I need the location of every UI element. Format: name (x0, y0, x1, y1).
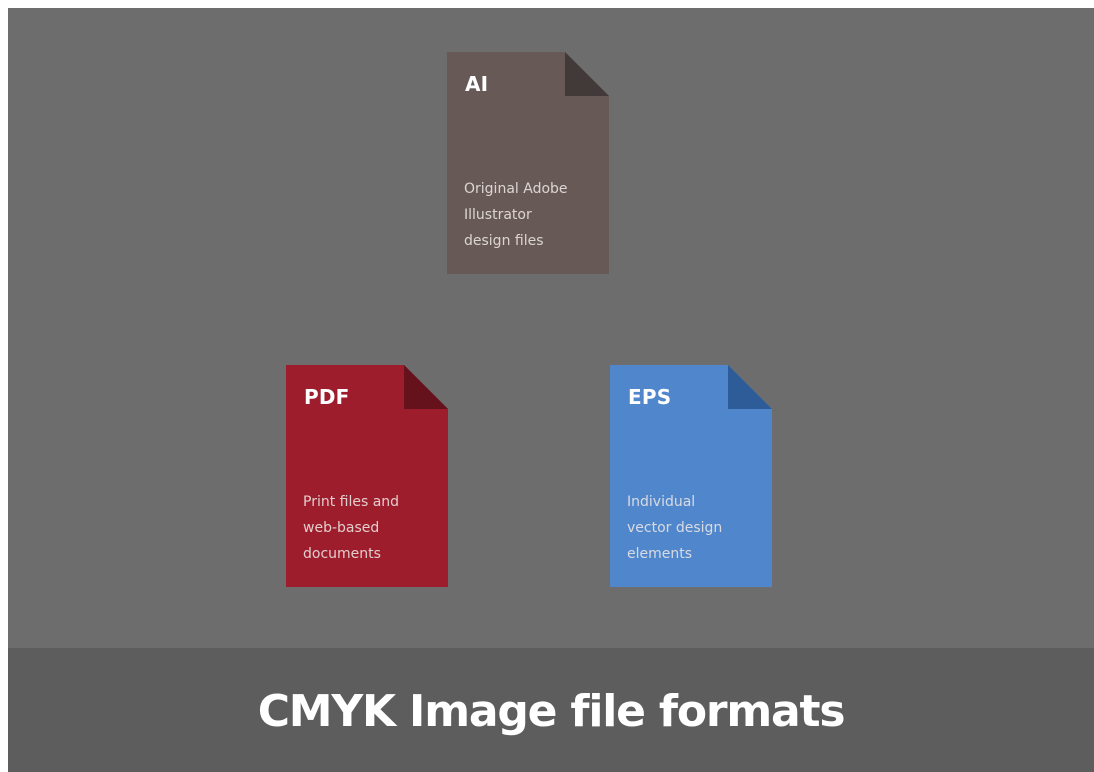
ai-file-icon: AI Original Adobe Illustrator design fil… (447, 52, 609, 274)
pdf-document-fold (404, 365, 448, 409)
slide-title: CMYK Image file formats (257, 686, 846, 737)
ai-description-line: Original Adobe (464, 181, 568, 197)
eps-description-line: Individual (627, 494, 696, 510)
ai-document-shape (447, 52, 609, 274)
pdf-description-line: Print files and (303, 494, 400, 510)
pdf-file-icon: PDF Print files and web-based documents (286, 365, 448, 587)
caption-bar: CMYK Image file formats (8, 648, 1094, 772)
ai-description-line: design files (464, 233, 544, 249)
pdf-description-line: documents (303, 546, 381, 562)
pdf-label: PDF (304, 385, 350, 409)
eps-document-shape (610, 365, 772, 587)
slide-frame: AI Original Adobe Illustrator design fil… (8, 8, 1094, 772)
ai-document-body (447, 52, 609, 274)
eps-label: EPS (628, 385, 672, 409)
eps-description-line: elements (627, 546, 693, 562)
pdf-document-shape (286, 365, 448, 587)
ai-description: Original Adobe Illustrator design files (464, 176, 599, 254)
ai-document-fold (565, 52, 609, 96)
pdf-description-line: web-based (303, 520, 380, 536)
eps-description-line: vector design (627, 520, 723, 536)
eps-description: Individual vector design elements (627, 489, 762, 567)
eps-document-fold (728, 365, 772, 409)
ai-label: AI (465, 72, 489, 96)
pdf-document-body (286, 365, 448, 587)
eps-document-body (610, 365, 772, 587)
pdf-description: Print files and web-based documents (303, 489, 438, 567)
eps-file-icon: EPS Individual vector design elements (610, 365, 772, 587)
ai-description-line: Illustrator (464, 207, 532, 223)
